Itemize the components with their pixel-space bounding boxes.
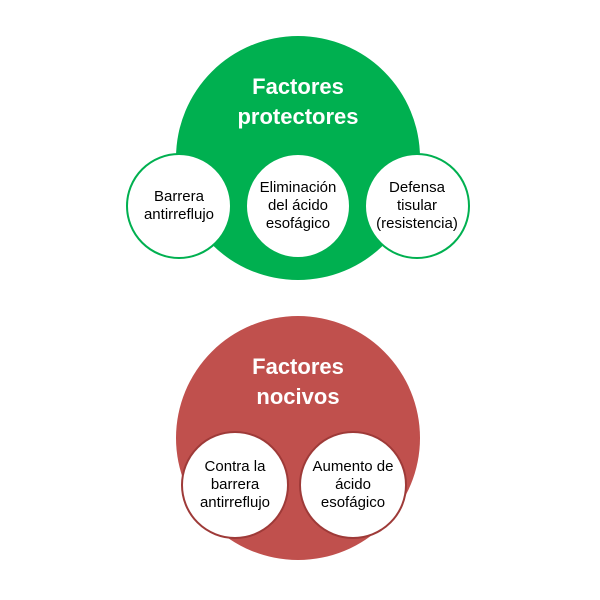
protective-item-antireflux-barrier: Barrera antirreflujo xyxy=(126,153,232,259)
item-text-line: antirreflujo xyxy=(143,206,215,223)
item-text-line: esofágico xyxy=(320,494,386,511)
item-text-line: barrera xyxy=(210,476,260,493)
protective-item-tissue-defense: Defensa tisular (resistencia) xyxy=(364,153,470,259)
item-text-line: esofágico xyxy=(265,215,331,232)
protective-factors-title: Factores protectores xyxy=(176,72,420,132)
item-text-line: Defensa xyxy=(389,179,445,196)
harmful-title-line2: nocivos xyxy=(256,384,340,409)
protective-title-line2: protectores xyxy=(237,104,359,129)
protective-title-line1: Factores xyxy=(252,74,344,99)
harmful-factors-title: Factores nocivos xyxy=(176,352,420,412)
item-text-line: (resistencia) xyxy=(376,215,458,232)
item-text-line: ácido xyxy=(335,476,371,493)
harmful-item-increased-acid: Aumento de ácido esofágico xyxy=(299,431,407,539)
item-text-line: Aumento de xyxy=(312,458,394,475)
item-text-line: Eliminación xyxy=(259,179,337,196)
item-text-line: Contra la xyxy=(204,458,266,475)
item-text-line: Barrera xyxy=(153,188,204,205)
protective-item-acid-clearance: Eliminación del ácido esofágico xyxy=(245,153,351,259)
item-text-line: del ácido xyxy=(267,197,329,214)
item-text-line: antirreflujo xyxy=(199,494,271,511)
item-text-line: tisular xyxy=(396,197,437,214)
harmful-item-against-barrier: Contra la barrera antirreflujo xyxy=(181,431,289,539)
harmful-title-line1: Factores xyxy=(252,354,344,379)
